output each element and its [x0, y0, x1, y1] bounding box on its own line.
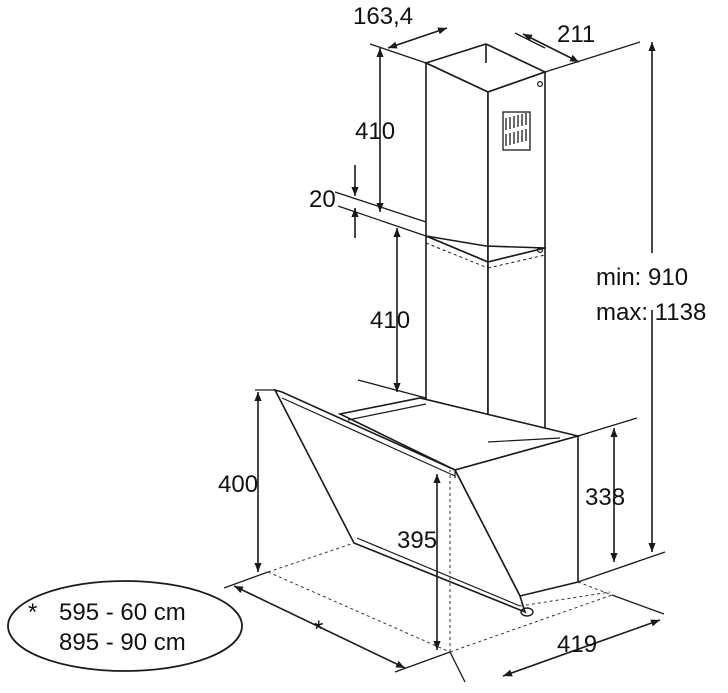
label-hood-width: *: [314, 616, 323, 643]
label-overlap: 20: [309, 186, 336, 213]
screw-icon: [536, 80, 543, 87]
hood-corner-cap: [520, 607, 534, 617]
upper-chimney: [423, 43, 548, 264]
dim-arrow-hood-depth: [502, 619, 661, 677]
label-glass-height: 400: [218, 471, 258, 498]
dimension-labels: 163,4 211 410 20 410 min: 910 max: 1138 …: [218, 3, 706, 658]
label-lower-chimney: 410: [370, 307, 410, 334]
lower-chimney: [425, 234, 546, 444]
vent-grille: [502, 111, 531, 151]
label-top-width: 211: [557, 21, 595, 48]
dim-arrow-hood-width: [233, 585, 406, 669]
label-hood-depth: 419: [557, 631, 597, 658]
note-line-1: 595 - 60 cm: [59, 599, 186, 626]
note-ellipse: [7, 580, 243, 672]
overlap-hidden-line: [425, 242, 489, 269]
note-line-2: 895 - 90 cm: [59, 629, 186, 656]
label-total-min: min: 910: [596, 264, 688, 291]
label-upper-chimney: 410: [355, 118, 395, 145]
label-top-depth: 163,4: [353, 3, 413, 30]
note-star: *: [28, 599, 37, 626]
width-note: * 595 - 60 cm 895 - 90 cm: [7, 580, 243, 672]
label-front-height: 395: [397, 527, 437, 554]
overlap-hidden-line-2: [487, 254, 546, 269]
dim-arrow-top-depth: [387, 27, 448, 49]
label-body-height: 338: [585, 484, 625, 511]
screw-icon: [536, 247, 543, 254]
dimension-arrows: [233, 27, 661, 677]
dim-arrow-top-width: [522, 33, 580, 63]
hood-top-edges: [281, 397, 561, 607]
label-total-max: max: 1138: [596, 299, 706, 326]
